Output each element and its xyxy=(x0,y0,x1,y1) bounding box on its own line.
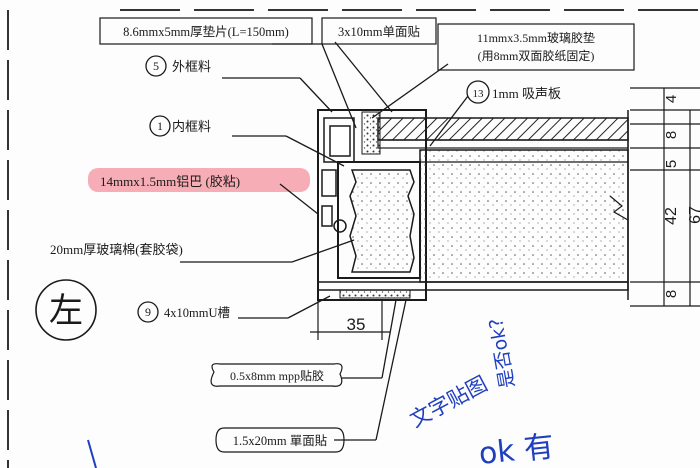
glass-wool-block xyxy=(349,169,415,273)
glass-strip xyxy=(377,117,629,141)
dim-4: 4 xyxy=(663,95,680,103)
callout-circle-5 xyxy=(145,55,167,77)
callout-circle-9 xyxy=(137,301,159,323)
label-glass-pad-1: 11mmx3.5mm玻璃胶垫 xyxy=(477,30,595,45)
highlight-mark xyxy=(88,168,310,192)
dim-42: 42 xyxy=(663,207,680,225)
label-sound-board: 1mm 吸声板 xyxy=(492,86,561,101)
bottom-tape xyxy=(339,289,411,299)
dim-5: 5 xyxy=(663,160,680,168)
callout-box-tape xyxy=(321,17,437,45)
dim-35: 35 xyxy=(347,315,366,334)
side-label: 左 xyxy=(49,292,83,330)
handwritten-note-1: 是否ok? xyxy=(485,316,519,389)
label-outer-frame: 外框料 xyxy=(172,59,211,74)
label-sound-board-num: 13 xyxy=(473,88,485,100)
dimension-chain xyxy=(630,87,700,307)
label-u-groove: 4x10mmU槽 xyxy=(164,306,230,320)
label-mpp: 0.5x8mm mpp贴胶 xyxy=(230,368,324,383)
side-circle xyxy=(35,279,97,341)
callout-circle-13 xyxy=(466,80,490,104)
glass-pad xyxy=(361,111,381,155)
frame-section xyxy=(317,109,629,301)
label-pad: 8.6mmx5mm厚垫片(L=150mm) xyxy=(123,24,289,39)
label-alu-strip: 14mmx1.5mm铝巴 (胶粘) xyxy=(100,174,240,189)
label-tape-single: 3x10mm单面贴 xyxy=(338,25,420,39)
handwritten-note-3: ok 有 xyxy=(477,429,556,468)
callout-box-mpp xyxy=(210,363,343,387)
sheet-border xyxy=(7,9,700,468)
callout-circle-1 xyxy=(149,115,171,137)
leader-lines xyxy=(180,41,469,441)
sound-panel xyxy=(419,149,629,283)
label-outer-frame-num: 5 xyxy=(153,59,159,73)
label-tape-bottom: 1.5x20mm 單面貼 xyxy=(233,433,327,448)
dim-8-top: 8 xyxy=(663,131,680,139)
label-inner-frame-num: 1 xyxy=(157,119,163,133)
label-glass-wool: 20mm厚玻璃棉(套胶袋) xyxy=(50,242,183,257)
callout-box-tape-bottom xyxy=(215,427,345,453)
pen-stroke xyxy=(87,439,97,468)
callout-box-pad xyxy=(99,17,313,45)
dim-67: 67 xyxy=(687,206,700,224)
dimension-35 xyxy=(310,300,390,340)
dim-8-bottom: 8 xyxy=(663,290,680,298)
handwritten-note-2: 文字贴图 xyxy=(406,372,491,433)
label-u-groove-num: 9 xyxy=(145,305,151,319)
callout-box-glass-pad xyxy=(437,23,635,71)
label-inner-frame: 内框料 xyxy=(172,119,211,134)
label-glass-pad-2: (用8mm双面胶纸固定) xyxy=(478,48,595,63)
